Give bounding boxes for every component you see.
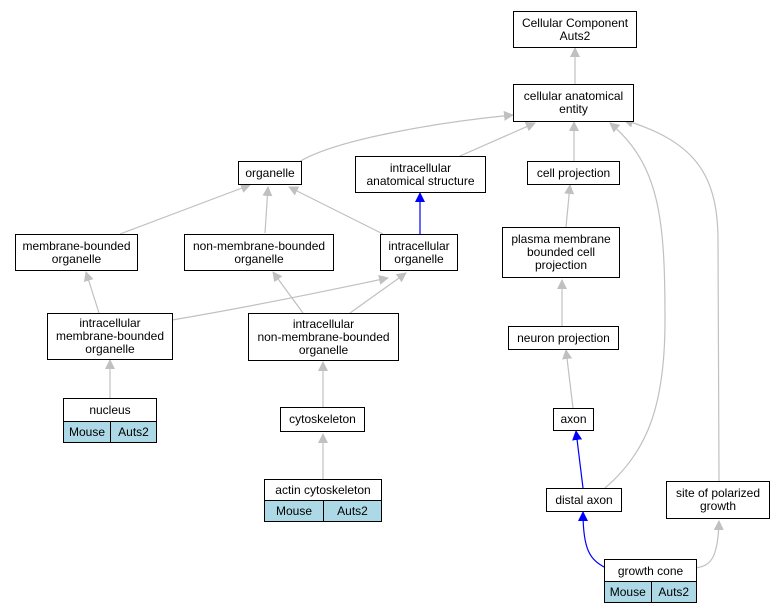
node-axon[interactable]: axon	[553, 408, 594, 431]
edge-ic-membrane-to-membrane-bounded	[83, 271, 100, 314]
node-label: membrane-bounded organelle	[22, 238, 131, 266]
edge-growth-cone-to-polarized-growth	[694, 520, 724, 569]
node-intracellular-membrane-bounded-organelle[interactable]: intracellular membrane-bounded organelle	[47, 313, 173, 360]
node-label: axon	[560, 412, 587, 426]
node-label: cellular anatomical entity	[523, 89, 624, 116]
node-plasma-membrane-bounded-cell-projection[interactable]: plasma membrane bounded cell projection	[502, 227, 620, 278]
edge-polarized-growth-to-entity	[623, 117, 720, 482]
gene-cell: Auts2	[110, 422, 156, 442]
node-cell-projection[interactable]: cell projection	[527, 161, 620, 185]
node-title: growth cone	[605, 560, 696, 582]
node-nucleus[interactable]: nucleus Mouse Auts2	[63, 398, 157, 443]
node-title: actin cytoskeleton	[265, 480, 381, 501]
node-intracellular-organelle[interactable]: intracellular organelle	[380, 234, 458, 271]
node-cellular-component[interactable]: Cellular Component Auts2	[513, 11, 637, 48]
node-actin-cytoskeleton[interactable]: actin cytoskeleton Mouse Auts2	[264, 479, 382, 522]
node-label: cell projection	[536, 165, 611, 180]
node-label: cytoskeleton	[289, 412, 356, 426]
node-intracellular-non-membrane-bounded-organelle[interactable]: intracellular non-membrane-bounded organ…	[248, 313, 399, 361]
node-label: neuron projection	[517, 330, 610, 345]
node-label: plasma membrane bounded cell projection	[511, 232, 611, 272]
edge-axon-to-neuron-projection	[562, 349, 574, 409]
edge-growth-cone-to-distal-axon	[578, 511, 607, 569]
edge-ic-non-membrane-to-non-membrane	[272, 271, 304, 314]
node-neuron-projection[interactable]: neuron projection	[508, 326, 619, 350]
node-site-of-polarized-growth[interactable]: site of polarized growth	[666, 481, 770, 519]
node-label: organelle	[245, 165, 295, 180]
edge-intracellular-organelle-to-organelle	[288, 186, 384, 235]
node-growth-cone[interactable]: growth cone Mouse Auts2	[604, 559, 697, 603]
node-cytoskeleton[interactable]: cytoskeleton	[280, 407, 365, 432]
species-cell: Mouse	[64, 422, 110, 442]
annotation-row: Mouse Auts2	[605, 582, 696, 602]
edge-intracellular-structure-to-entity	[459, 122, 536, 157]
edge-ic-non-membrane-to-ic-organelle	[349, 272, 407, 314]
node-intracellular-anatomical-structure[interactable]: intracellular anatomical structure	[355, 156, 486, 193]
node-label: distal axon	[555, 492, 613, 507]
edge-non-membrane-bounded-to-organelle	[262, 186, 273, 234]
edge-distal-axon-to-entity	[604, 122, 666, 489]
node-label: intracellular membrane-bounded organelle	[55, 316, 165, 356]
species-cell: Mouse	[265, 501, 323, 521]
edge-membrane-bounded-to-organelle	[119, 183, 251, 235]
node-label: site of polarized growth	[675, 486, 761, 513]
node-non-membrane-bounded-organelle[interactable]: non-membrane-bounded organelle	[184, 234, 334, 271]
node-organelle[interactable]: organelle	[238, 161, 302, 185]
node-label: intracellular organelle	[388, 238, 450, 266]
node-label: intracellular non-membrane-bounded organ…	[257, 316, 390, 357]
edge-pm-projection-to-cell-projection	[564, 184, 575, 228]
gene-cell: Auts2	[323, 501, 381, 521]
node-label: intracellular anatomical structure	[366, 160, 475, 188]
node-membrane-bounded-organelle[interactable]: membrane-bounded organelle	[15, 234, 138, 271]
node-title: nucleus	[64, 399, 156, 422]
edge-organelle-to-entity	[295, 110, 514, 165]
node-label: Cellular Component Auts2	[521, 15, 629, 43]
species-cell: Mouse	[605, 582, 651, 602]
annotation-row: Mouse Auts2	[64, 422, 156, 442]
edge-distal-axon-to-axon	[572, 430, 584, 489]
annotation-row: Mouse Auts2	[265, 501, 381, 521]
gene-cell: Auts2	[650, 582, 696, 602]
node-cellular-anatomical-entity[interactable]: cellular anatomical entity	[513, 84, 634, 122]
node-label: non-membrane-bounded organelle	[192, 238, 326, 266]
node-distal-axon[interactable]: distal axon	[546, 488, 622, 512]
